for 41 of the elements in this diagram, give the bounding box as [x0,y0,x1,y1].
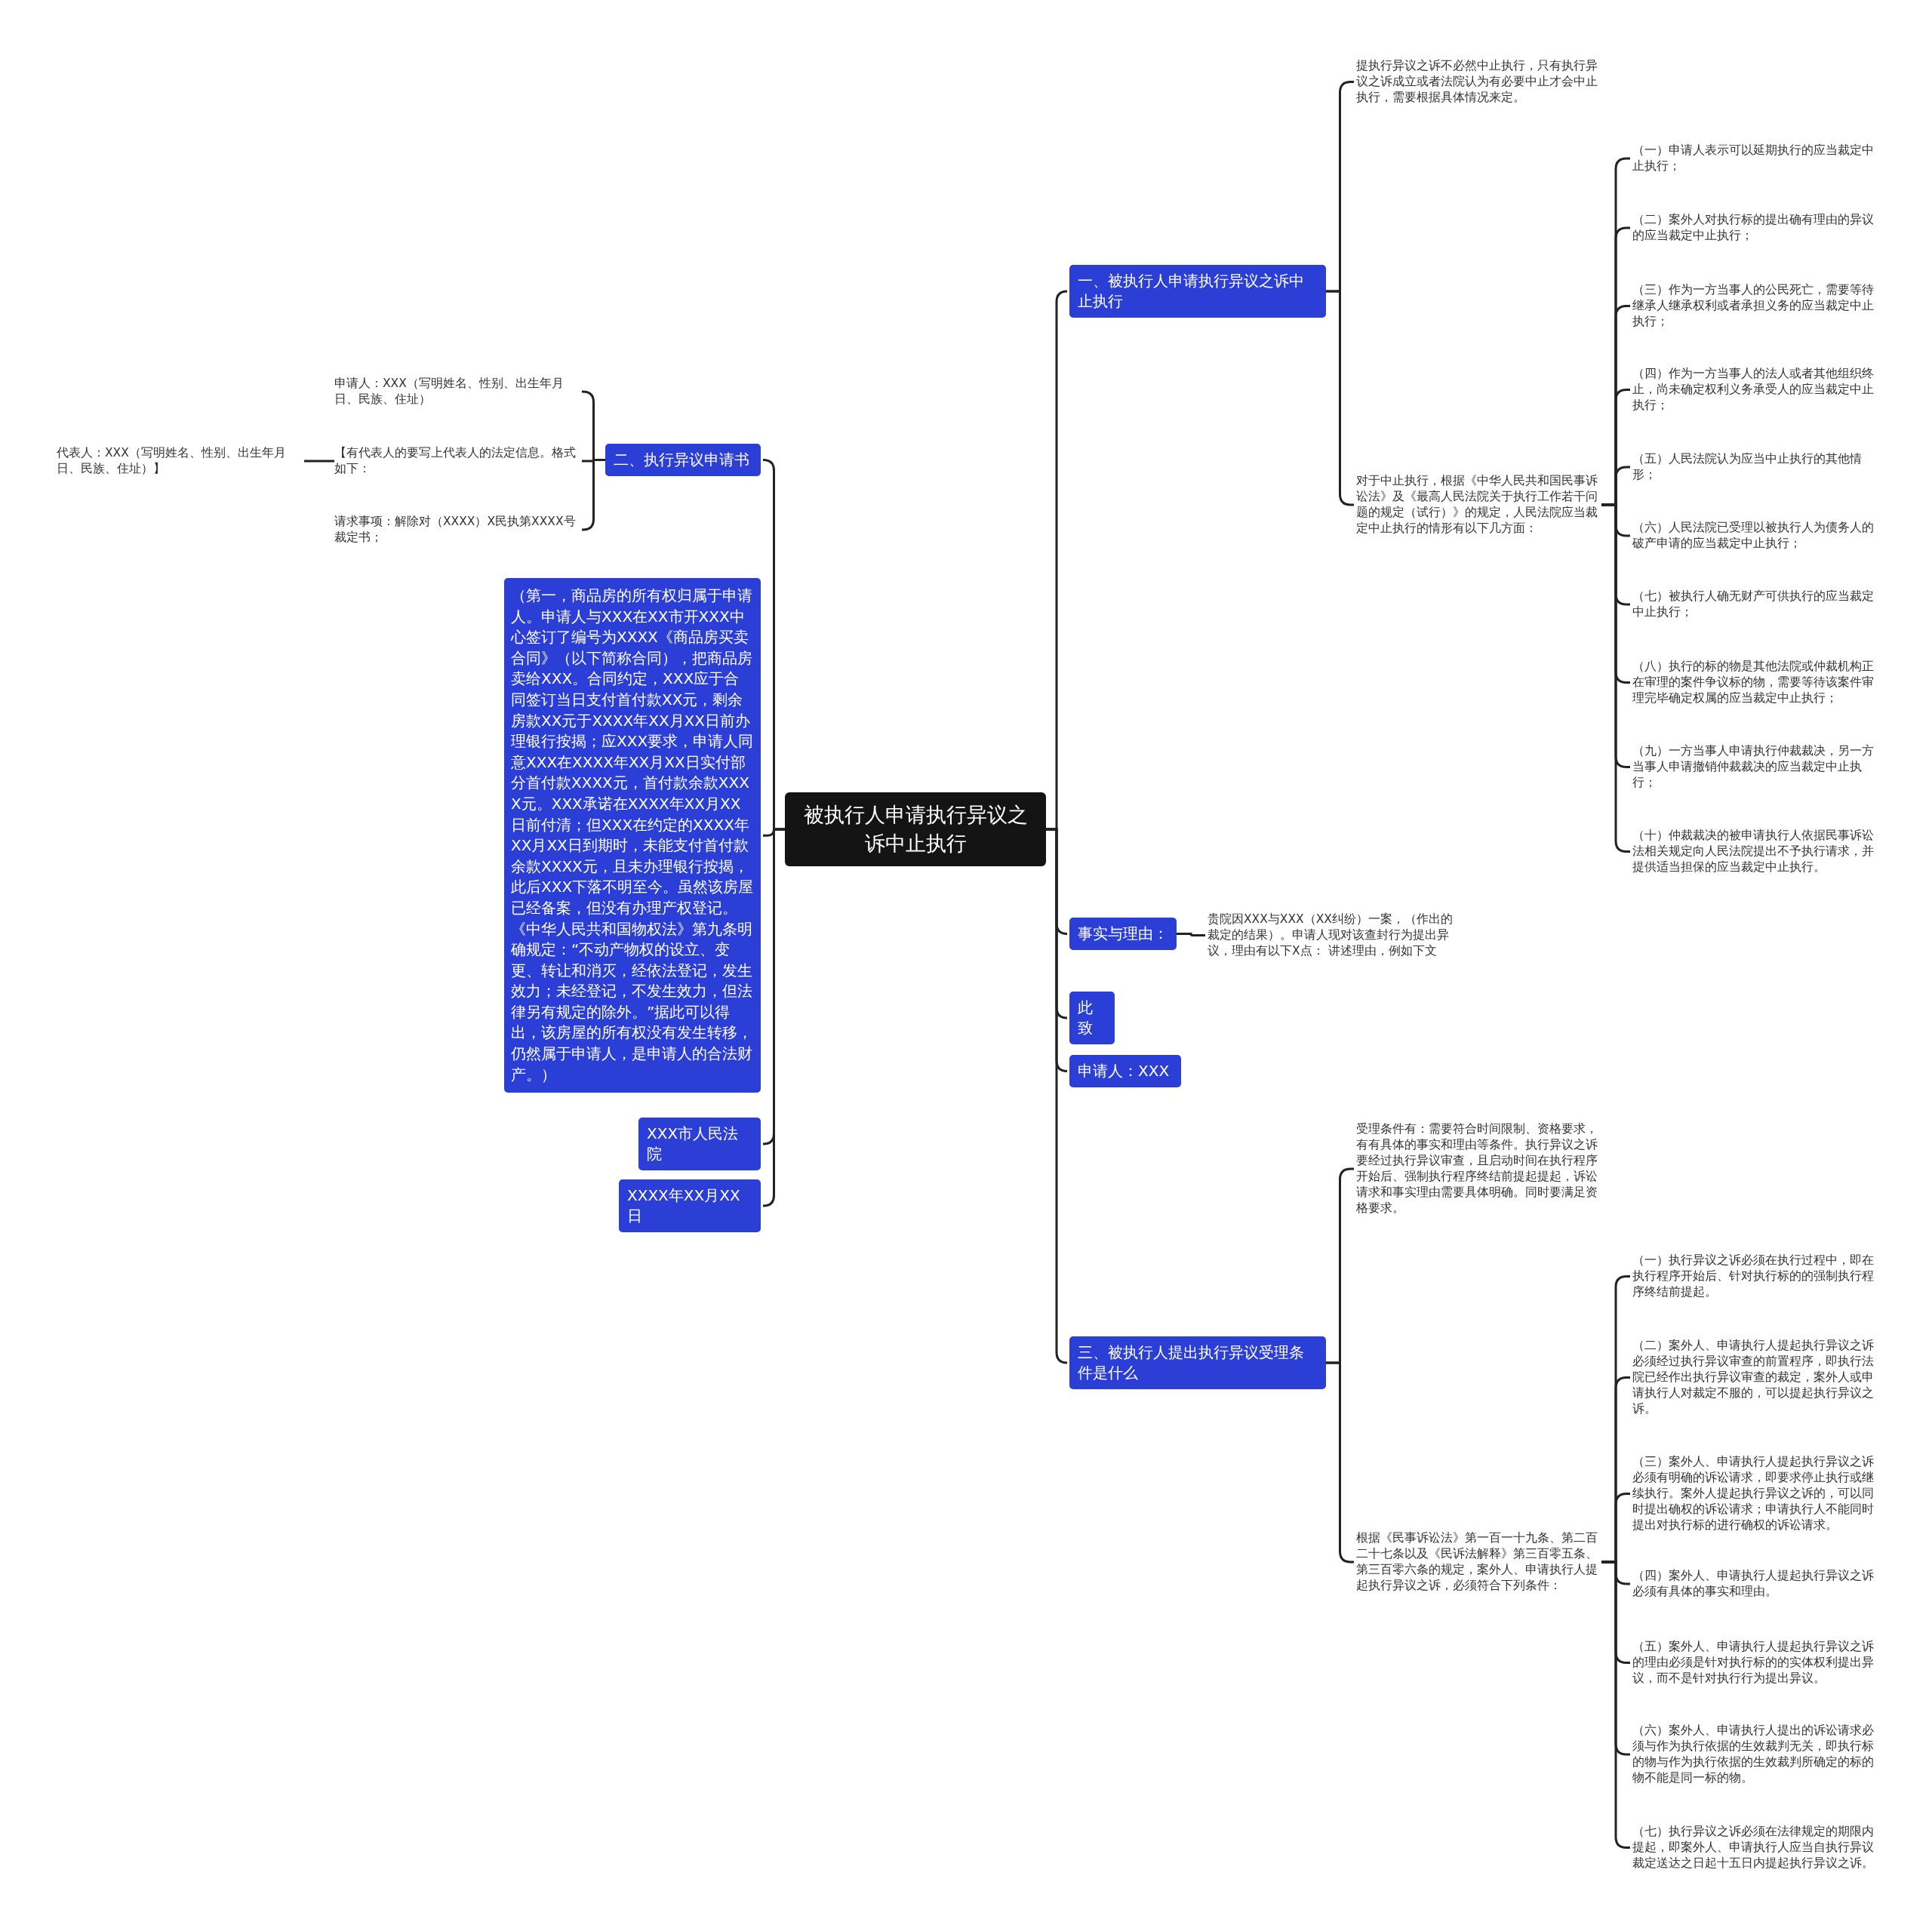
connector-line [1177,933,1205,936]
note-text: 根据《民事诉讼法》第一百一十九条、第二百二十七条以及《民诉法解释》第三百零五条、第三百零六条的规定，案外人、申请执行人提起执行异议之诉，必须符合下列条件： [1356,1530,1601,1594]
topic-box: XXXX年XX月XX日 [619,1179,761,1232]
note-text: （六）人民法院已受理以被执行人为债务人的破产申请的应当裁定中止执行； [1632,520,1878,552]
note-text: （七）执行异议之诉必须在法律规定的期限内提起，即案外人、申请执行人应当自执行异议裁定送达之日起十五日内提起执行异议之诉。 [1632,1824,1878,1871]
note-text: （三）作为一方当事人的公民死亡，需要等待继承人继承权利或者承担义务的应当裁定中止执行； [1632,282,1878,330]
note-text: 提执行异议之诉不必然中止执行，只有执行异议之诉成立或者法院认为有必要中止才会中止执行，需要根据具体情况来定。 [1356,58,1601,106]
note-text: （八）执行的标的物是其他法院或仲裁机构正在审理的案件争议标的物，需要等待该案件审理完毕确定权属的应当裁定中止执行； [1632,659,1878,706]
note-text: （六）案外人、申请执行人提出的诉讼请求必须与作为执行依据的生效裁判无关，即执行标的物与作为执行依据的生效裁判所确定的标的物不能是同一标的物。 [1632,1723,1878,1786]
text-box: （第一，商品房的所有权归属于申请人。申请人与XXX在XX市开XXX中心签订了编号为XXXX《商品房买卖合同》（以下简称合同），把商品房卖给XXX。合同约定，XXX应于合同签订当日支付首付款XX元，剩余房款XX元于XXXX年XX月XX日前办理银行按揭；应XXX要求，申请人同意XXX在XXXX年XX月XX日实付部分首付款XXXX元，首付款余款XXXX元。XXX承诺在XXXX年XX月XX日前付清；但XXX在约定的XXXX年XX月XX日到期时，未能支付首付款余款XXXX元，且未办理银行按揭，此后XXX下落不明至今。虽然该房屋已经备案，但没有办理产权登记。《中华人民共和国物权法》第九条明确规定：“不动产物权的设立、变更、转让和消灭，经依法登记，发生效力；未经登记，不发生效力，但法律另有规定的除外。”据此可以得出，该房屋的所有权没有发生转移，仍然属于申请人，是申请人的合法财产。） [504,578,761,1093]
topic-box: 三、被执行人提出执行异议受理条件是什么 [1069,1336,1326,1389]
note-text: 申请人：XXX（写明姓名、性别、出生年月日、民族、住址） [334,376,580,407]
note-text: （九）一方当事人申请执行仲裁裁决，另一方当事人申请撤销仲裁裁决的应当裁定中止执行； [1632,743,1878,791]
topic-box: 此致 [1069,992,1115,1044]
topic-box: XXX市人民法院 [638,1118,761,1170]
topic-box: 一、被执行人申请执行异议之诉中止执行 [1069,265,1326,318]
note-text: （五）案外人、申请执行人提起执行异议之诉的理由必须是针对执行标的的实体权利提出异议，而不是针对执行行为提出异议。 [1632,1639,1878,1687]
central-topic-box: 被执行人申请执行异议之诉中止执行 [785,792,1046,866]
connector-line [304,460,334,463]
connector-line [1046,828,1069,1364]
note-text: （五）人民法院认为应当中止执行的其他情形； [1632,451,1878,483]
note-text: （十）仲裁裁决的被申请执行人依据民事诉讼法相关规定向人民法院提出不予执行请求，并提供适当担保的应当裁定中止执行。 [1632,828,1878,875]
topic-box: 事实与理由： [1069,918,1177,950]
note-text: （七）被执行人确无财产可供执行的应当裁定中止执行； [1632,589,1878,620]
topic-box: 申请人：XXX [1069,1055,1181,1087]
connector-line [762,828,785,1207]
note-text: 对于中止执行，根据《中华人民共和国民事诉讼法》及《最高人民法院关于执行工作若干问题的规定（试行）》的规定，人民法院应当裁定中止执行的情形有以下几方面： [1356,473,1601,537]
note-text: 代表人：XXX（写明姓名、性别、出生年月日、民族、住址）】 [57,445,302,477]
note-text: （一）执行异议之诉必须在执行过程中，即在执行程序开始后、针对执行标的的强制执行程序终结前提起。 [1632,1253,1878,1300]
note-text: （三）案外人、申请执行人提起执行异议之诉必须有明确的诉讼请求，即要求停止执行或继续执行。案外人提起执行异议之诉的，可以同时提出确权的诉讼请求；申请执行人不能同时提出对执行标的进行确权的诉讼请求。 [1632,1454,1878,1533]
connector-line [581,459,605,531]
note-text: 【有代表人的要写上代表人的法定信息。格式如下： [334,445,580,477]
note-text: （二）案外人对执行标的提出确有理由的异议的应当裁定中止执行； [1632,212,1878,244]
note-text: （一）申请人表示可以延期执行的应当裁定中止执行； [1632,143,1878,174]
note-text: 请求事项：解除对（XXXX）X民执第XXXX号裁定书； [334,514,580,546]
note-text: 贵院因XXX与XXX（XX纠纷）一案，（作出的裁定的结果）。申请人现对该查封行为提出异议，理由有以下X点： 讲述理由，例如下文 [1208,912,1453,959]
topic-box: 二、执行异议申请书 [605,444,761,476]
note-text: （四）作为一方当事人的法人或者其他组织终止，尚未确定权利义务承受人的应当裁定中止执行； [1632,366,1878,414]
note-text: 受理条件有：需要符合时间限制、资格要求，有有具体的事实和理由等条件。执行异议之诉要经过执行异议审查，且启动时间在执行程序开始后、强制执行程序终结前提起提起，诉讼请求和事实理由需要具体明确。同时要满足资格要求。 [1356,1121,1601,1216]
note-text: （二）案外人、申请执行人提起执行异议之诉必须经过执行异议审查的前置程序，即执行法院已经作出执行异议审查的裁定，案外人或申请执行人对裁定不服的，可以提起执行异议之诉。 [1632,1338,1878,1417]
note-text: （四）案外人、申请执行人提起执行异议之诉必须有具体的事实和理由。 [1632,1568,1878,1600]
